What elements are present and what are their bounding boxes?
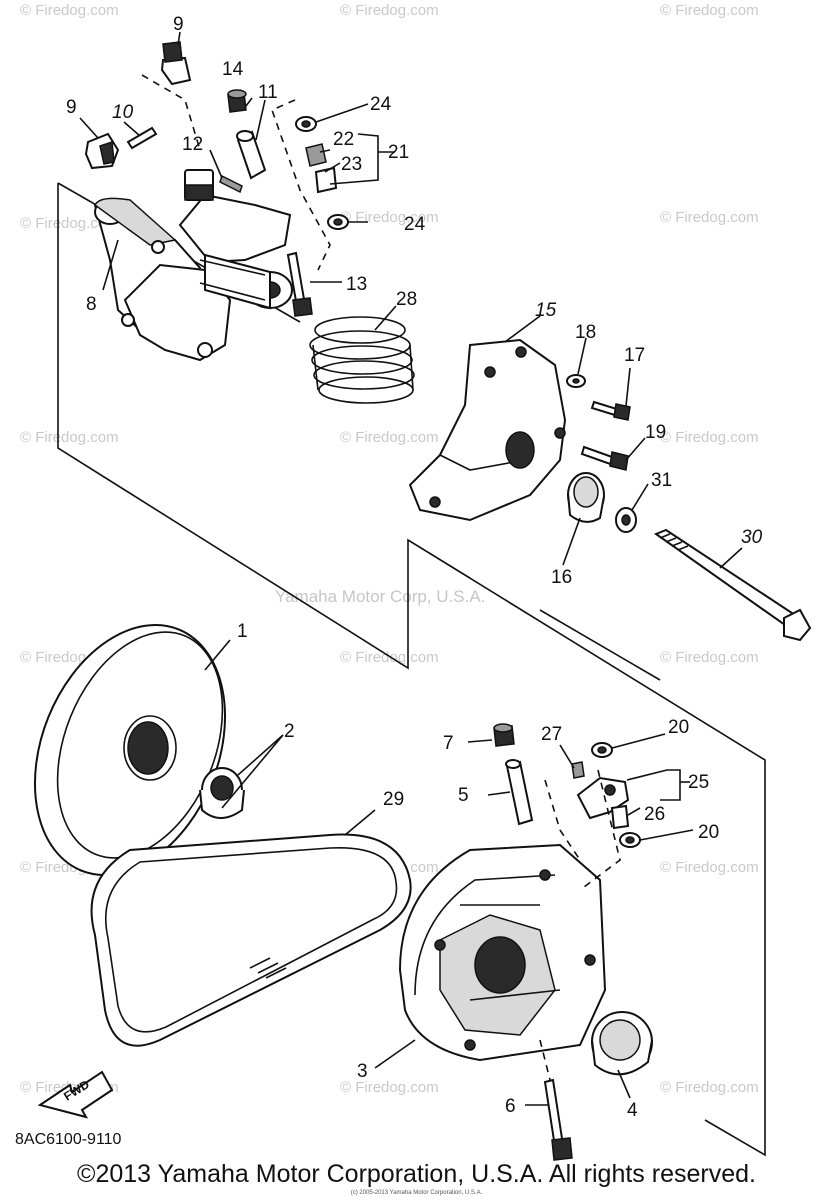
watermark-text: © Firedog.com <box>20 429 119 446</box>
watermark-text: © Firedog.com <box>20 2 119 19</box>
roller-part-22 <box>305 143 327 167</box>
callout-24: 24 <box>370 94 392 115</box>
outline-line <box>539 609 661 681</box>
dashed-assembly-lines <box>141 74 621 1081</box>
watermark-text: © Firedog.com <box>660 429 759 446</box>
small-parts-right <box>566 374 812 642</box>
spring-part-28 <box>309 316 415 404</box>
bolt-part-12 <box>219 174 243 194</box>
center-watermark: Yamaha Motor Corp, U.S.A. <box>275 587 485 606</box>
callout-29: 29 <box>383 789 404 810</box>
callout-11: 11 <box>258 82 278 103</box>
copyright-notice: ©2013 Yamaha Motor Corporation, U.S.A. A… <box>77 1160 756 1188</box>
weight-part-9-top-dark <box>162 41 183 63</box>
callout-24: 24 <box>404 214 426 235</box>
callout-5: 5 <box>458 785 469 806</box>
leader-lines <box>79 31 743 1106</box>
watermark-text: © Firedog.com <box>20 215 119 232</box>
watermark-text: © Firedog.com <box>660 1079 759 1096</box>
watermark-text: © Firedog.com <box>660 859 759 876</box>
callout-4: 4 <box>627 1100 638 1121</box>
pin-part-10 <box>126 126 158 150</box>
callout-31: 31 <box>651 470 672 491</box>
bolt-part-6 <box>543 1078 565 1149</box>
callout-17: 17 <box>624 345 645 366</box>
callout-30: 30 <box>741 527 763 548</box>
callout-22: 22 <box>333 129 354 150</box>
callout-18: 18 <box>575 322 596 343</box>
callout-8: 8 <box>86 294 97 315</box>
callout-6: 6 <box>505 1096 516 1117</box>
callout-12: 12 <box>182 134 203 155</box>
callout-1: 1 <box>237 621 248 642</box>
roller-part-26 <box>610 804 630 830</box>
callout-19: 19 <box>645 422 666 443</box>
forward-direction-arrow: FWD <box>37 1070 114 1119</box>
secondary-housing-part-3 <box>398 843 607 1062</box>
small-parts-bottom <box>493 723 641 1161</box>
callout-16: 16 <box>551 567 572 588</box>
callout-10: 10 <box>112 102 134 123</box>
callout-21: 21 <box>388 142 409 163</box>
pin-part-5 <box>505 760 534 826</box>
callout-27: 27 <box>541 724 562 745</box>
cover-part-15 <box>408 338 567 522</box>
callout-23: 23 <box>341 154 362 175</box>
watermark-text: © Firedog.com <box>340 429 439 446</box>
nut-part-14-top <box>227 89 247 99</box>
watermark-text: © Firedog.com <box>660 209 759 226</box>
bushing-part-4 <box>591 1011 653 1076</box>
callout-13: 13 <box>346 274 367 295</box>
callout-28: 28 <box>396 289 417 310</box>
watermark-text: © Firedog.com <box>340 1079 439 1096</box>
diagram-code: 8AC6100-9110 <box>15 1131 122 1148</box>
outline-line <box>407 539 471 579</box>
small-copyright-notice: (c) 2005-2013 Yamaha Motor Corporation, … <box>350 1190 483 1196</box>
callout-2: 2 <box>284 721 295 742</box>
callout-15: 15 <box>535 300 557 321</box>
watermark-text: © Firedog.com <box>340 649 439 666</box>
callout-20: 20 <box>698 822 719 843</box>
callout-3: 3 <box>357 1061 368 1082</box>
callout-14: 14 <box>222 59 244 80</box>
primary-fixed-sheave-part-8 <box>93 169 293 362</box>
bolt-part-27 <box>571 761 585 779</box>
bushing-part-2 <box>199 767 245 819</box>
drive-belt-part-29 <box>90 833 412 1047</box>
watermark-text: © Firedog.com <box>340 2 439 19</box>
watermark-text: © Firedog.com <box>660 2 759 19</box>
watermark-text: © Firedog.com <box>660 649 759 666</box>
callout-numbers: 9 14 11 24 9 10 22 21 12 23 24 13 8 28 1… <box>66 14 763 1121</box>
weight-part-9-left-dark <box>99 140 115 165</box>
callout-26: 26 <box>644 804 665 825</box>
callout-25: 25 <box>688 772 709 793</box>
callout-9: 9 <box>173 14 184 35</box>
callout-7: 7 <box>443 733 454 754</box>
callout-9: 9 <box>66 97 77 118</box>
callout-20: 20 <box>668 717 689 738</box>
